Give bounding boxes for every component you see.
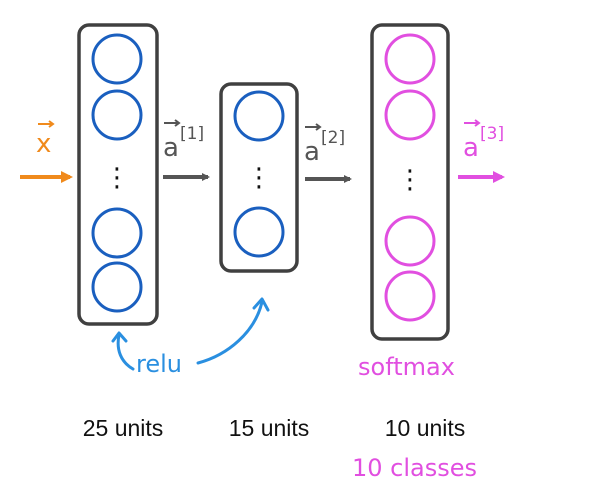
layer-1-neurons	[91, 33, 143, 313]
neuron	[384, 33, 436, 85]
layer-3-ellipsis: ⋮	[397, 165, 423, 195]
a2-superscript: [2]	[321, 128, 345, 148]
a2-label: a [2]	[304, 123, 345, 167]
input-label: x	[36, 120, 55, 159]
layer-1-box	[77, 23, 159, 326]
vector-arrowhead-icon	[48, 120, 55, 128]
input-x-text: x	[36, 129, 51, 159]
a3-label: a [3]	[463, 119, 504, 163]
a1-superscript: [1]	[180, 124, 204, 144]
neuron	[233, 90, 285, 142]
layer-3-neurons	[384, 33, 436, 322]
relu-arrow-right	[196, 300, 264, 365]
neuron	[91, 207, 143, 259]
a1-text: a	[163, 133, 179, 163]
neuron	[91, 89, 143, 141]
neuron	[384, 215, 436, 267]
layer-2-box	[219, 82, 299, 273]
a2-text: a	[304, 137, 320, 167]
neuron	[384, 270, 436, 322]
a3-superscript: [3]	[480, 124, 504, 144]
neuron	[384, 89, 436, 141]
a1-label: a [1]	[163, 119, 204, 163]
neuron	[91, 33, 143, 85]
layer-2-neurons	[233, 90, 285, 258]
softmax-label: softmax	[358, 353, 455, 381]
layer-1-ellipsis: ⋮	[104, 163, 130, 193]
relu-arrowhead-right-icon	[252, 297, 270, 312]
relu-arrowhead-left-icon	[111, 331, 128, 343]
relu-label: relu	[136, 350, 182, 378]
layer-1-units-label: 25 units	[83, 415, 164, 441]
vector-arrowhead-icon	[315, 123, 322, 131]
neuron	[233, 206, 285, 258]
relu-arrow-left	[116, 333, 135, 371]
classes-label: 10 classes	[352, 454, 477, 482]
layer-3-units-label: 10 units	[385, 415, 466, 441]
layer-3-box	[370, 23, 450, 341]
vector-arrowhead-icon	[174, 119, 181, 127]
neuron	[91, 261, 143, 313]
vector-arrowhead-icon	[474, 119, 481, 127]
layer-2-ellipsis: ⋮	[246, 163, 272, 193]
a3-text: a	[463, 133, 479, 163]
layer-2-units-label: 15 units	[229, 415, 310, 441]
